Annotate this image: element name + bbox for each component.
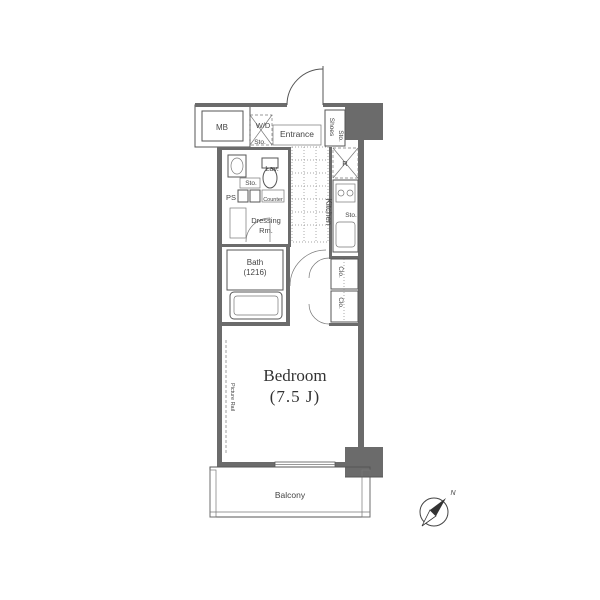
label-bath: Bath <box>247 258 263 267</box>
label-lav: Lav. <box>265 164 279 173</box>
bath-door <box>289 249 327 287</box>
label-shoes: Shoes <box>328 118 335 137</box>
lavatory-area <box>227 154 279 189</box>
label-sto-shoes: Sto. <box>337 130 344 142</box>
sink <box>335 221 356 248</box>
bath-bottom-wall <box>222 322 287 326</box>
bath-right-wall <box>286 246 290 326</box>
shoes-cabinet <box>324 109 346 147</box>
compass-north-label: N <box>450 490 456 497</box>
top-wall-left <box>195 103 287 107</box>
ps-counter-area <box>237 189 285 203</box>
label-bath-size: (1216) <box>243 268 266 277</box>
left-wall <box>217 147 222 467</box>
label-dressing: Dressing <box>251 216 281 225</box>
label-wd: W/D <box>256 121 271 130</box>
closet-top-wall <box>329 256 358 259</box>
kitchen-wall <box>329 147 332 257</box>
dressing-right-wall <box>288 147 291 247</box>
walls <box>194 103 383 477</box>
dressing-room <box>229 207 271 243</box>
closet-bottom-wall <box>329 323 358 326</box>
label-sto-entry: Sto. <box>254 139 266 146</box>
bathroom <box>226 249 284 320</box>
column-bottom-right <box>345 447 383 477</box>
column-top-right <box>345 104 383 140</box>
balcony <box>209 466 383 518</box>
lav-top-wall <box>222 147 290 150</box>
label-sto-kitchen: Sto. <box>345 212 357 219</box>
closets <box>308 257 359 325</box>
label-sto-lav: Sto. <box>245 180 257 187</box>
label-counter: Counter <box>263 197 283 203</box>
wd-area <box>249 114 322 146</box>
label-balcony: Balcony <box>275 490 306 500</box>
burner-icon <box>337 189 345 197</box>
kitchen-counter <box>332 179 359 253</box>
label-closet-2: Clo. <box>337 297 344 309</box>
entrance-door <box>286 66 324 108</box>
right-wall <box>358 140 364 450</box>
stove-top <box>335 183 356 203</box>
washbasin <box>227 154 247 178</box>
toilet-bowl <box>262 167 278 189</box>
entrance-hatch <box>291 146 329 243</box>
compass-ring <box>419 497 449 527</box>
label-closet-1: Clo. <box>337 266 344 278</box>
label-bedroom-size: (7.5 J) <box>270 387 320 406</box>
label-picture-rail: Picture Rail <box>229 383 235 411</box>
refrigerator <box>332 147 359 179</box>
basin-bowl <box>230 157 244 175</box>
compass: N <box>419 490 456 527</box>
burner-icon <box>346 189 354 197</box>
bathtub <box>229 291 283 320</box>
label-entrance: Entrance <box>280 129 314 139</box>
label-dressing-rm: Rm. <box>259 226 273 235</box>
label-bedroom: Bedroom <box>263 366 326 385</box>
label-kitchen: Kitchen <box>324 199 333 226</box>
label-mb: MB <box>216 123 228 132</box>
mb-inner <box>201 110 244 142</box>
room-labels: MB W/D Entrance Sto. Shoes Sto. Lav. Sto… <box>216 118 357 500</box>
label-refrigerator: R <box>342 159 348 168</box>
bedroom-window <box>274 461 336 468</box>
label-ps: PS <box>226 193 236 202</box>
bath-top-wall <box>222 244 290 247</box>
north-arrow-icon <box>430 498 446 516</box>
